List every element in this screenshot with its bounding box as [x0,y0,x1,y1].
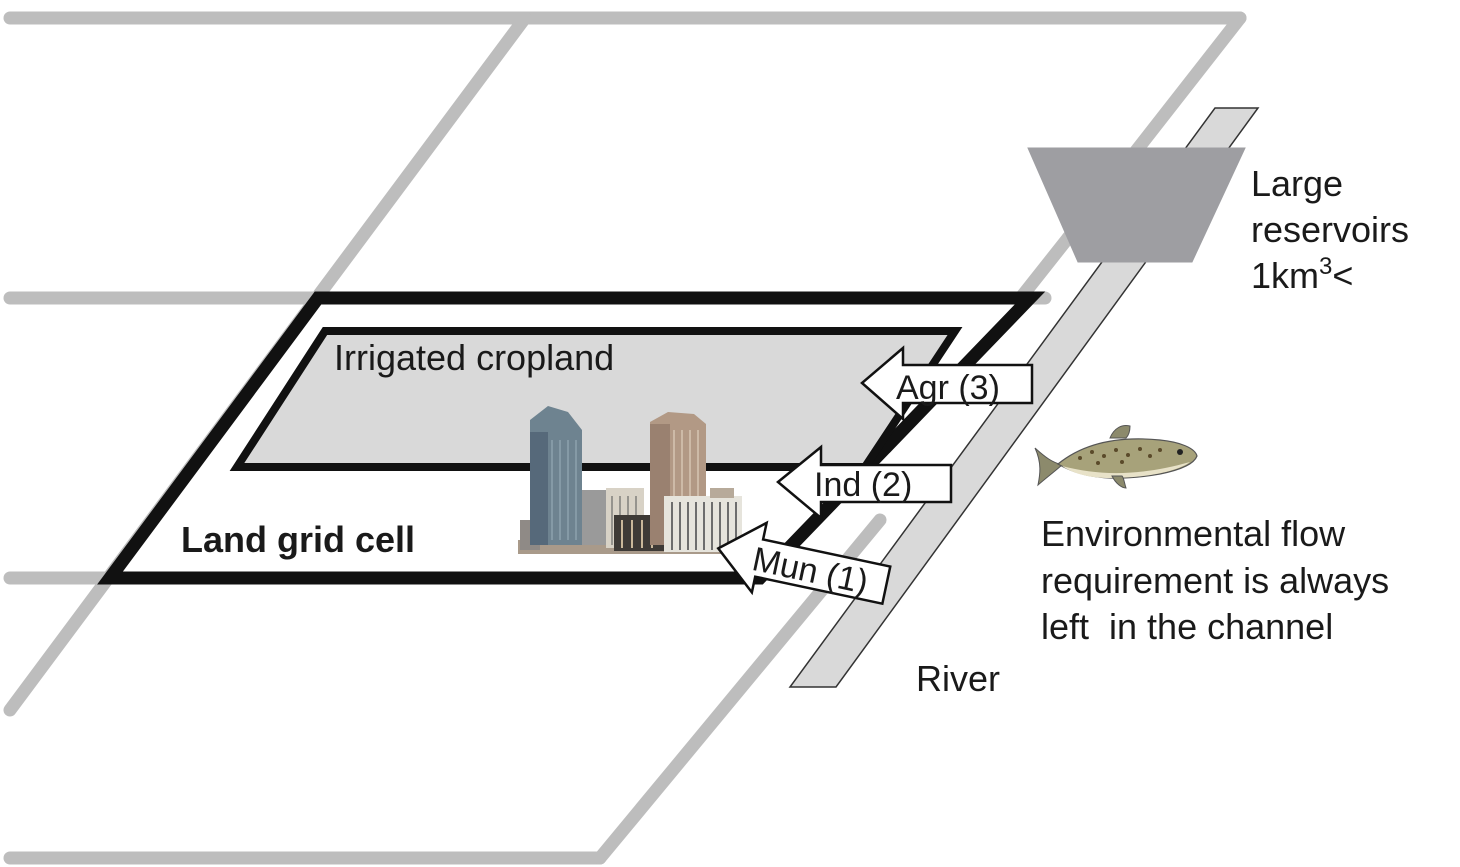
reservoir-label-line1: Large [1251,163,1343,204]
env-flow-line3: left in the channel [1041,606,1333,647]
fish-icon [1034,425,1198,489]
env-flow-line2: requirement is always [1041,560,1389,601]
environmental-flow-label: Environmental flow requirement is always… [1041,513,1389,647]
reservoir-size-sup: 3 [1319,253,1332,280]
land-grid-cell-label: Land grid cell [181,519,415,560]
reservoir-label: Large reservoirs 1km3< [1251,163,1409,296]
arrow-agr-label: Agr (3) [896,369,1000,407]
arrow-ind: Ind (2) [776,444,953,521]
arrow-agr: Agr (3) [860,345,1034,422]
reservoir-icon [1027,147,1246,263]
reservoir-size-tail: < [1332,255,1353,296]
reservoir-size-base: 1km [1251,255,1319,296]
river-label: River [916,658,1000,699]
reservoir-label-line2: reservoirs [1251,209,1409,250]
reservoir-label-line3: 1km3< [1251,253,1353,296]
irrigated-cropland-label: Irrigated cropland [334,337,614,378]
env-flow-line1: Environmental flow [1041,513,1346,554]
city-skyline-icon [518,406,758,554]
arrow-ind-label: Ind (2) [814,466,912,504]
